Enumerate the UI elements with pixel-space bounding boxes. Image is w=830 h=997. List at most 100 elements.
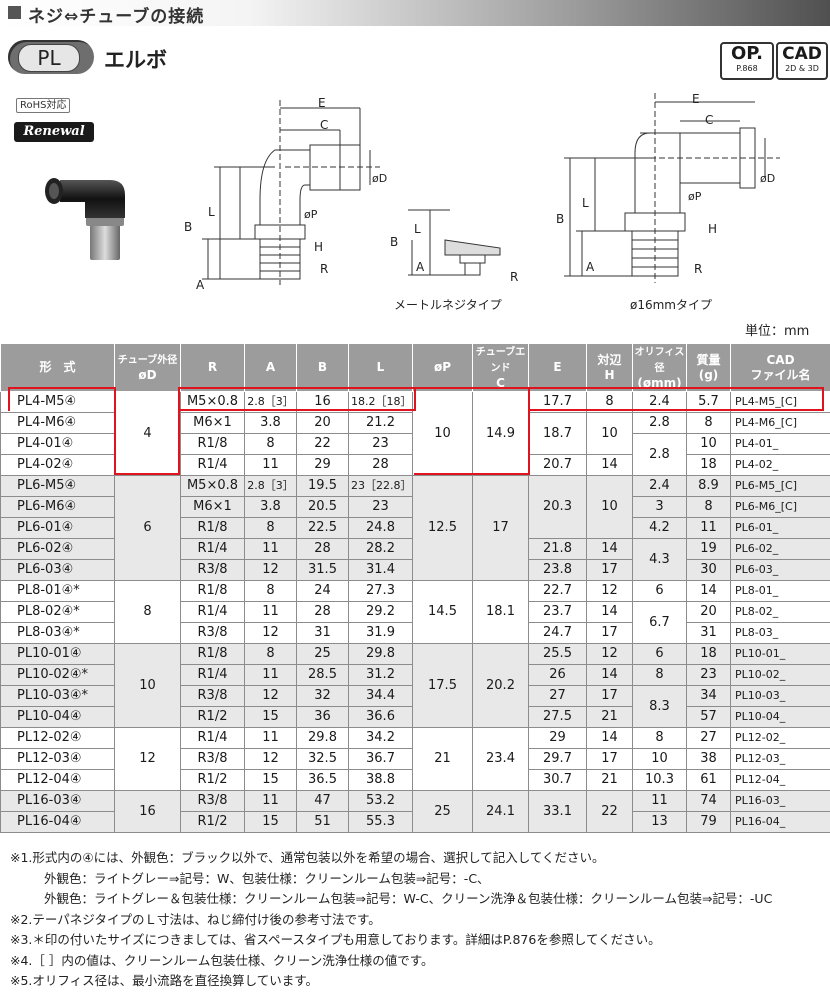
th-l: L bbox=[348, 343, 413, 392]
cell-l: 34.4 bbox=[348, 685, 413, 707]
product-code: PL bbox=[18, 44, 80, 72]
cell-cad: PL12-04_ bbox=[730, 769, 830, 791]
cell-r: M6×1 bbox=[180, 496, 245, 518]
metric-dim-a-label: A bbox=[416, 260, 425, 274]
cell-cad: PL6-M6_[C] bbox=[730, 496, 830, 518]
cell-a: 12 bbox=[244, 748, 297, 770]
cell-orifice: 4.2 bbox=[632, 517, 687, 539]
cell-model: PL6-03④ bbox=[0, 559, 115, 581]
cell-a: 11 bbox=[244, 454, 297, 476]
cell-r: R1/4 bbox=[180, 727, 245, 749]
elbow-drawing-standard bbox=[202, 100, 380, 285]
th-model: 形 式 bbox=[0, 343, 115, 392]
th-r: R bbox=[180, 343, 245, 392]
note-5: ※5.オリフィス径は、最小流路を直径換算しています。 bbox=[10, 973, 319, 988]
cell-r: R1/2 bbox=[180, 811, 245, 833]
cell-l: 36.6 bbox=[348, 706, 413, 728]
renewal-badge: Renewal bbox=[14, 122, 94, 142]
cell-mass: 57 bbox=[686, 706, 731, 728]
cell-a: 11 bbox=[244, 601, 297, 623]
cell-hex: 14 bbox=[586, 727, 633, 749]
cell-b: 31 bbox=[296, 622, 349, 644]
cell-mass: 5.7 bbox=[686, 391, 731, 413]
dim-a-label: A bbox=[196, 278, 205, 292]
op-label: OP. bbox=[730, 43, 764, 64]
option-page-icon[interactable]: OP. P.868 bbox=[720, 42, 774, 80]
cell-b: 28 bbox=[296, 538, 349, 560]
table-row: PL6-M5④ 6 M5×0.8 2.8［3］ 19.5 23［22.8］ 12… bbox=[0, 475, 830, 581]
cell-mass: 20 bbox=[686, 601, 731, 623]
cell-cad: PL4-M5_[C] bbox=[730, 391, 830, 413]
cell-e: 27 bbox=[528, 685, 587, 707]
cell-mass: 8 bbox=[686, 412, 731, 434]
cell-l: 31.9 bbox=[348, 622, 413, 644]
cad-icon[interactable]: CAD 2D & 3D bbox=[776, 42, 828, 80]
cell-hex: 14 bbox=[586, 538, 633, 560]
cell-cad: PL8-02_ bbox=[730, 601, 830, 623]
cell-orifice: 4.3 bbox=[632, 538, 687, 581]
cell-mass: 31 bbox=[686, 622, 731, 644]
cell-l: 34.2 bbox=[348, 727, 413, 749]
cell-cad: PL10-02_ bbox=[730, 664, 830, 686]
cell-l: 24.8 bbox=[348, 517, 413, 539]
cell-cad: PL16-04_ bbox=[730, 811, 830, 833]
cell-model: PL10-03④* bbox=[0, 685, 115, 707]
cell-hex: 14 bbox=[586, 601, 633, 623]
dim16-e-label: E bbox=[692, 92, 700, 106]
cell-mass: 8 bbox=[686, 496, 731, 518]
table-row: PL10-01④ 10 R1/8 8 25 29.8 17.5 20.2 25.… bbox=[0, 643, 830, 728]
cell-mass: 11 bbox=[686, 517, 731, 539]
product-code-badge: PL bbox=[8, 40, 94, 74]
cell-model: PL6-M5④ bbox=[0, 475, 115, 497]
cell-model: PL12-02④ bbox=[0, 727, 115, 749]
cell-l: 29.8 bbox=[348, 643, 413, 665]
th-mass: 質量(g) bbox=[686, 343, 731, 392]
cell-e: 26 bbox=[528, 664, 587, 686]
cell-model: PL12-04④ bbox=[0, 769, 115, 791]
table-row: PL10-03④* R3/8 12 32 34.4 27 17 8.3 34 P… bbox=[0, 685, 830, 728]
cell-b: 28 bbox=[296, 601, 349, 623]
cell-r: R1/4 bbox=[180, 664, 245, 686]
cell-model: PL10-01④ bbox=[0, 643, 115, 665]
dim-p-label: øP bbox=[304, 208, 318, 221]
cell-b: 32 bbox=[296, 685, 349, 707]
metric-thread-drawing bbox=[408, 209, 501, 276]
cell-e: 18.7 bbox=[528, 412, 587, 455]
cell-tube-od: 6 bbox=[114, 475, 181, 581]
cell-orifice: 2.8 bbox=[632, 412, 687, 434]
cell-a: 15 bbox=[244, 769, 297, 791]
cell-tube-od: 16 bbox=[114, 790, 181, 833]
table-row: PL10-04④ R1/2 15 36 36.6 27.5 21 57 PL10… bbox=[0, 706, 830, 728]
cell-l: 28.2 bbox=[348, 538, 413, 560]
cell-a: 8 bbox=[244, 580, 297, 602]
cell-a: 11 bbox=[244, 538, 297, 560]
cad-label: CAD bbox=[782, 44, 822, 64]
cell-e: 24.7 bbox=[528, 622, 587, 644]
cell-e: 29.7 bbox=[528, 748, 587, 770]
note-2: ※2.テーパネジタイプのＬ寸法は、ねじ締付け後の参考寸法です。 bbox=[10, 911, 381, 927]
cell-b: 32.5 bbox=[296, 748, 349, 770]
cell-e: 21.8 bbox=[528, 538, 587, 560]
dim-l-label: L bbox=[208, 205, 215, 219]
cell-model: PL8-01④* bbox=[0, 580, 115, 602]
cell-mass: 27 bbox=[686, 727, 731, 749]
cell-orifice: 6 bbox=[632, 580, 687, 602]
th-p: øP bbox=[412, 343, 473, 392]
th-a: A bbox=[244, 343, 297, 392]
table-row: PL16-04④ R1/2 15 51 55.3 13 79 PL16-04_ bbox=[0, 811, 830, 833]
cell-r: M5×0.8 bbox=[180, 391, 245, 413]
cell-l: 21.2 bbox=[348, 412, 413, 434]
cell-mass: 10 bbox=[686, 433, 731, 455]
section-header: ネジ⇔チューブの接続 bbox=[0, 0, 830, 27]
cell-tube-end: 20.2 bbox=[472, 643, 529, 728]
cell-mass: 14 bbox=[686, 580, 731, 602]
table-row: PL4-01④ R1/8 8 22 23 2.8 10 PL4-01_ bbox=[0, 433, 830, 476]
cell-e: 17.7 bbox=[528, 391, 587, 413]
table-row: PL12-03④ R3/8 12 32.5 36.7 29.7 17 10 38… bbox=[0, 748, 830, 770]
cell-b: 31.5 bbox=[296, 559, 349, 581]
metric-dim-l-label: L bbox=[414, 222, 421, 236]
cell-hex: 21 bbox=[586, 769, 633, 791]
cell-b: 22 bbox=[296, 433, 349, 455]
cell-l: 31.4 bbox=[348, 559, 413, 581]
